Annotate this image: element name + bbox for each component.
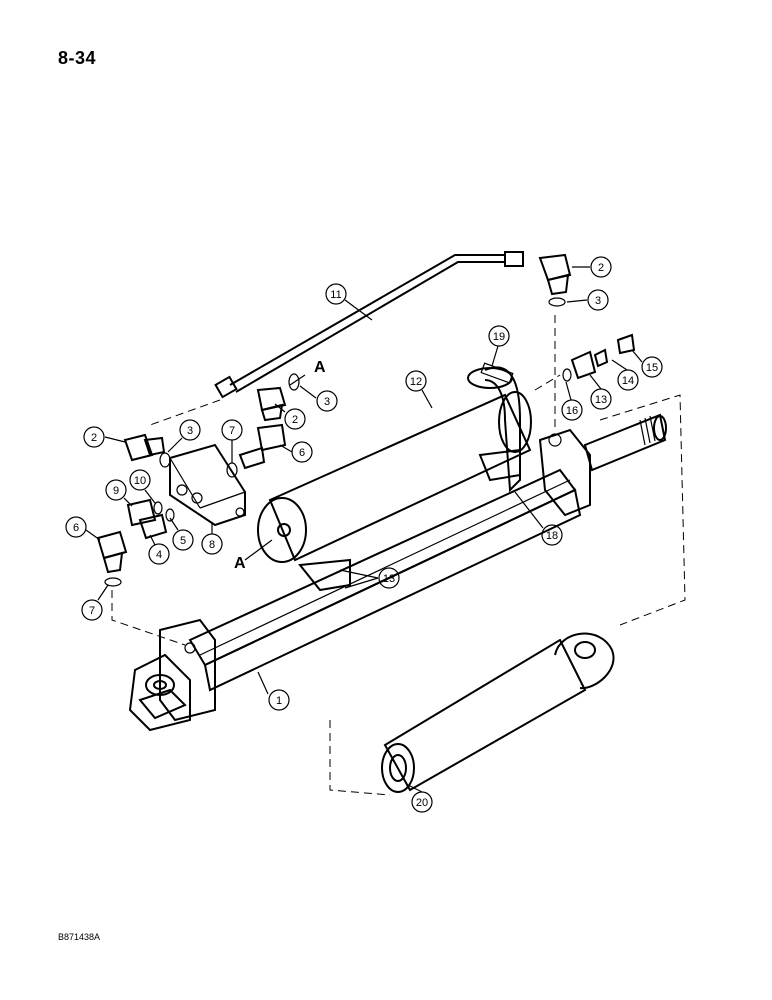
- svg-text:3: 3: [187, 425, 193, 437]
- elbow-fitting-left: [123, 433, 166, 462]
- svg-text:18: 18: [546, 530, 558, 542]
- callout-15: 15: [631, 349, 663, 378]
- svg-text:10: 10: [134, 475, 146, 487]
- svg-text:19: 19: [493, 331, 505, 343]
- callout-9: 9: [105, 479, 133, 507]
- elbow-fitting-6-right: [238, 423, 287, 470]
- callout-11: 11: [325, 283, 373, 321]
- callout-2-top: 2: [572, 256, 612, 278]
- cylinder-rod: [381, 632, 615, 793]
- svg-text:3: 3: [324, 396, 330, 408]
- page-number: 8-34: [58, 48, 97, 68]
- accumulator: [257, 362, 532, 592]
- callout-12: 12: [405, 370, 433, 409]
- callout-16: 16: [561, 381, 583, 421]
- callout-6-left: 6: [65, 516, 101, 541]
- callout-1: 1: [257, 671, 290, 711]
- svg-text:13: 13: [383, 573, 395, 585]
- callout-7-right: 7: [221, 419, 243, 463]
- svg-text:4: 4: [156, 549, 162, 561]
- hydraulic-tube: [214, 251, 524, 399]
- callout-3-mid: 3: [299, 385, 338, 412]
- callout-13-bottom: 13: [339, 567, 400, 589]
- svg-text:7: 7: [89, 605, 95, 617]
- bleeder-fittings: [570, 333, 636, 380]
- figure-id: B871438A: [58, 932, 101, 942]
- valve-block: [169, 443, 246, 527]
- svg-text:11: 11: [330, 289, 341, 301]
- svg-text:14: 14: [622, 375, 634, 387]
- callout-19: 19: [488, 325, 510, 367]
- assembly-lines: [111, 315, 686, 796]
- svg-text:3: 3: [595, 295, 601, 307]
- callout-7-left: 7: [81, 584, 109, 621]
- callout-3-left: 3: [167, 419, 201, 453]
- svg-text:2: 2: [292, 414, 298, 426]
- callout-3-top: 3: [566, 289, 609, 311]
- elbow-fitting-6-left: [96, 530, 128, 574]
- svg-text:20: 20: [416, 797, 428, 809]
- svg-text:6: 6: [73, 522, 79, 534]
- svg-text:5: 5: [180, 535, 186, 547]
- callout-2-mid: 2: [274, 403, 306, 430]
- svg-text:16: 16: [566, 405, 578, 417]
- svg-text:2: 2: [598, 262, 604, 274]
- callout-4: 4: [148, 534, 170, 565]
- callout-2-left: 2: [83, 426, 126, 448]
- callout-20: 20: [407, 784, 433, 813]
- svg-text:12: 12: [410, 376, 422, 388]
- callout-8: 8: [201, 522, 223, 555]
- svg-text:6: 6: [299, 447, 305, 459]
- callout-5: 5: [169, 517, 194, 551]
- view-marker-a-top: A: [314, 359, 326, 376]
- callout-6-right: 6: [279, 441, 313, 463]
- adapter-fittings: [126, 498, 168, 540]
- view-marker-a-bottom: A: [234, 555, 246, 572]
- callout-10: 10: [129, 469, 156, 504]
- elbow-fitting-mid: [256, 386, 287, 422]
- callout-18: 18: [514, 491, 563, 546]
- svg-text:9: 9: [113, 485, 119, 497]
- callout-14: 14: [611, 359, 639, 391]
- cylinder-barrel: [128, 413, 667, 732]
- svg-text:2: 2: [91, 432, 97, 444]
- elbow-fitting-top: [538, 253, 572, 296]
- svg-text:15: 15: [646, 362, 658, 374]
- svg-text:1: 1: [276, 695, 282, 707]
- svg-text:13: 13: [595, 394, 607, 406]
- svg-text:8: 8: [209, 539, 215, 551]
- svg-text:7: 7: [229, 425, 235, 437]
- callout-13-right: 13: [589, 374, 612, 410]
